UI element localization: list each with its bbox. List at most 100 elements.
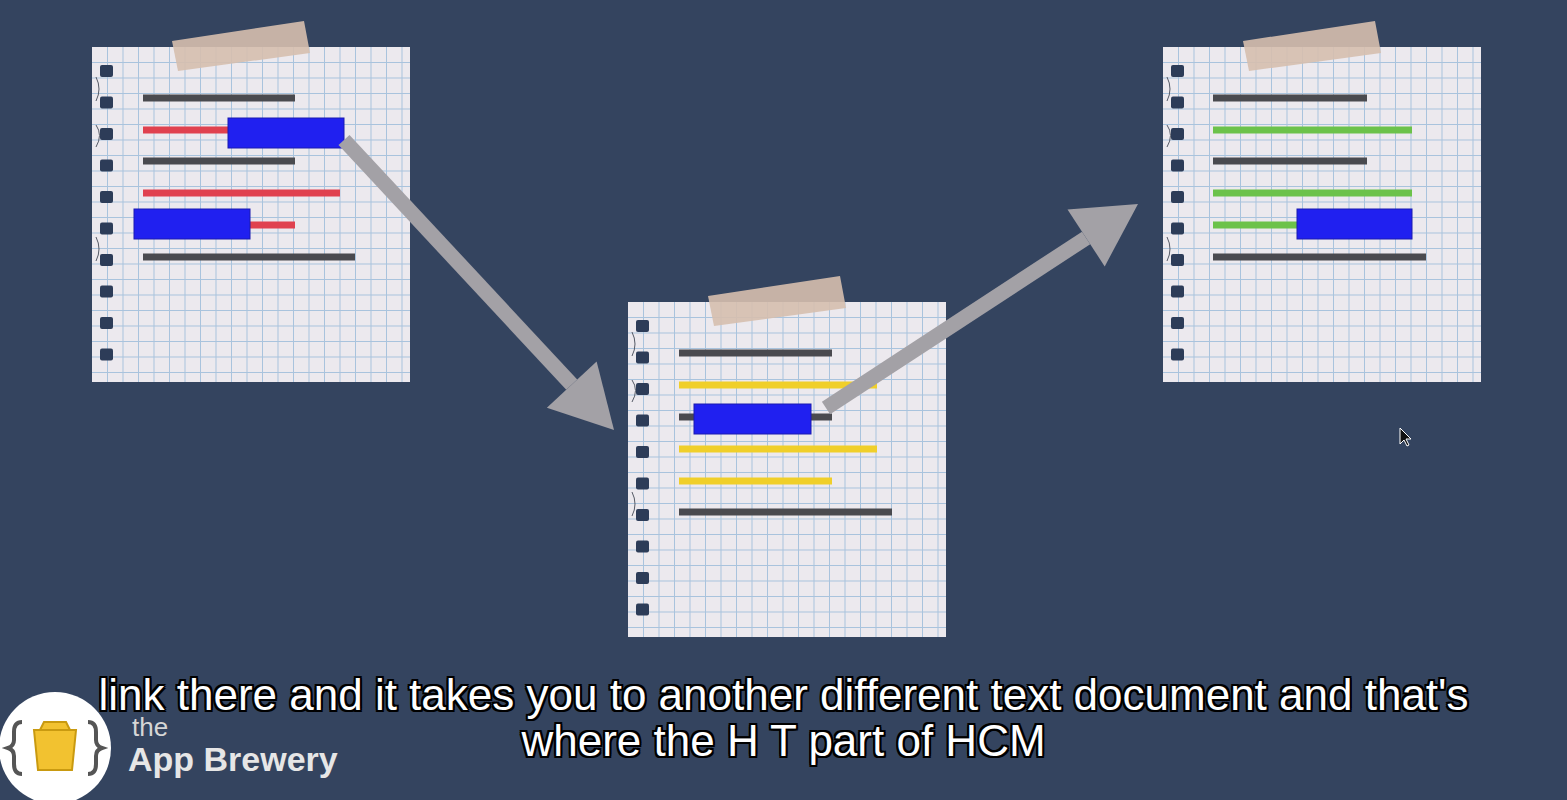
grid-line	[628, 519, 946, 520]
punch-hole	[636, 352, 649, 364]
grid-line	[628, 503, 946, 504]
grid-line	[628, 488, 946, 489]
grid-line	[1163, 93, 1481, 94]
punch-hole	[100, 128, 113, 140]
grid-line	[628, 534, 946, 535]
punch-hole	[636, 541, 649, 553]
punch-hole	[636, 320, 649, 332]
grid-line	[938, 302, 939, 637]
punch-hole	[1171, 191, 1184, 203]
text-line	[143, 190, 340, 197]
tape	[172, 21, 310, 71]
punch-hole	[100, 254, 113, 266]
grid-line	[1163, 248, 1481, 249]
grid-line	[92, 186, 410, 187]
link-arrow	[344, 140, 572, 385]
grid-line	[1163, 78, 1481, 79]
grid-line	[92, 109, 410, 110]
grid-line	[92, 326, 410, 327]
hyperlink-box	[1297, 209, 1412, 239]
text-line	[679, 509, 892, 516]
notebook-page	[92, 21, 410, 382]
grid-line	[92, 264, 410, 265]
punch-hole	[1171, 286, 1184, 298]
punch-hole	[636, 572, 649, 584]
grid-line	[628, 441, 946, 442]
tape	[1243, 21, 1381, 71]
torn-edge	[1167, 77, 1171, 261]
punch-hole	[1171, 223, 1184, 235]
text-line	[1213, 95, 1367, 102]
punch-hole	[636, 383, 649, 395]
grid-line	[1209, 47, 1210, 382]
grid-line	[1163, 295, 1481, 296]
grid-line	[1163, 279, 1481, 280]
notebook-page	[1163, 21, 1481, 382]
grid-line	[92, 62, 410, 63]
punch-hole	[100, 317, 113, 329]
page-sheet	[1163, 47, 1481, 382]
hyperlink-box	[228, 118, 344, 148]
grid-line	[1163, 202, 1481, 203]
grid-line	[876, 302, 877, 637]
text-line	[1213, 158, 1367, 165]
arrow-head	[547, 361, 614, 430]
grid-line	[860, 302, 861, 637]
grid-line	[674, 302, 675, 637]
grid-line	[628, 348, 946, 349]
text-line	[679, 478, 832, 485]
grid-line	[371, 47, 372, 382]
grid-line	[628, 317, 946, 318]
grid-line	[92, 295, 410, 296]
punch-hole	[636, 509, 649, 521]
punch-hole	[1171, 317, 1184, 329]
grid-line	[1426, 47, 1427, 382]
text-line	[250, 222, 295, 229]
grid-line	[324, 47, 325, 382]
punch-hole	[1171, 65, 1184, 77]
grid-line	[628, 565, 946, 566]
punch-hole	[636, 446, 649, 458]
grid-line	[1163, 155, 1481, 156]
subtitle-caption: link there and it takes you to another d…	[0, 672, 1567, 764]
grid-line	[92, 93, 410, 94]
punch-hole	[636, 604, 649, 616]
link-arrow	[826, 238, 1086, 408]
grid-line	[659, 302, 660, 637]
grid-line	[628, 333, 946, 334]
grid-line	[1163, 62, 1481, 63]
punch-hole	[100, 65, 113, 77]
text-line	[143, 158, 295, 165]
grid-line	[1163, 140, 1481, 141]
text-line	[1213, 127, 1412, 134]
grid-line	[845, 302, 846, 637]
punch-hole	[1171, 254, 1184, 266]
grid-line	[628, 581, 946, 582]
grid-line	[92, 202, 410, 203]
grid-line	[92, 78, 410, 79]
grid-line	[402, 47, 403, 382]
punch-hole	[100, 286, 113, 298]
punch-hole	[1171, 160, 1184, 172]
punch-hole	[100, 160, 113, 172]
torn-edge	[632, 332, 636, 516]
grid-line	[123, 47, 124, 382]
text-line	[679, 446, 877, 453]
grid-line	[628, 627, 946, 628]
grid-line	[1163, 372, 1481, 373]
grid-line	[628, 395, 946, 396]
grid-line	[1163, 186, 1481, 187]
grid-line	[92, 310, 410, 311]
grid-line	[1163, 264, 1481, 265]
hyperlink-box	[134, 209, 250, 239]
punch-hole	[100, 97, 113, 109]
logo-text: App Brewery	[128, 740, 338, 779]
grid-line	[1442, 47, 1443, 382]
grid-line	[628, 472, 946, 473]
grid-line	[1163, 171, 1481, 172]
logo-circle	[0, 692, 111, 800]
page-sheet	[92, 47, 410, 382]
grid-line	[628, 596, 946, 597]
punch-hole	[1171, 349, 1184, 361]
grid-line	[891, 302, 892, 637]
